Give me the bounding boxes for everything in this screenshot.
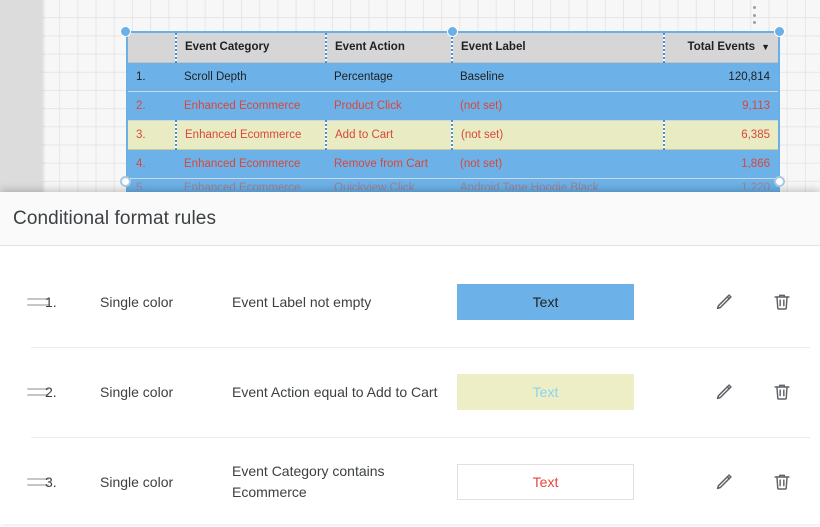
kebab-dot (752, 6, 756, 9)
rule-type: Single color (100, 384, 174, 400)
cell-total-events: 6,385 (663, 119, 778, 150)
cell-event-category: Enhanced Ecommerce (176, 149, 326, 179)
table-row[interactable]: 1. Scroll Depth Percentage Baseline 120,… (128, 62, 778, 92)
canvas-left-rail (0, 0, 42, 192)
cell-total-events: 1,220 (664, 178, 778, 190)
swatch-label: Text (532, 474, 559, 490)
rule-row[interactable]: 3. Single color Event Category contains … (0, 437, 820, 527)
rule-color-swatch[interactable]: Text (457, 284, 634, 320)
table-header: Event Category Event Action Event Label … (128, 33, 778, 63)
cell-event-category: Enhanced Ecommerce (176, 91, 326, 121)
kebab-dot (752, 13, 756, 17)
rule-condition: Event Category contains Ecommerce (232, 463, 385, 500)
cell-event-action: Percentage (326, 62, 452, 92)
table-chart-widget[interactable]: Event Category Event Action Event Label … (126, 31, 780, 192)
cell-event-label: (not set) (452, 149, 664, 179)
sort-descending-icon[interactable]: ▼ (761, 42, 770, 53)
table-header-row: Event Category Event Action Event Label … (128, 33, 778, 63)
rule-actions (709, 287, 820, 317)
selection-handle-top-right[interactable] (774, 26, 785, 37)
column-header-event-label[interactable]: Event Label (451, 33, 664, 63)
rule-condition: Event Label not empty (232, 293, 372, 310)
cell-index: 2. (128, 91, 176, 121)
cell-event-action: Quickview Click (326, 178, 452, 190)
selection-handle-top-left[interactable] (120, 26, 131, 37)
drag-line (27, 394, 49, 396)
rule-actions (709, 467, 820, 497)
selection-handle-top-center[interactable] (447, 26, 458, 37)
trash-icon[interactable] (767, 287, 797, 317)
cell-event-category: Enhanced Ecommerce (175, 119, 326, 150)
drag-line (27, 298, 49, 300)
selection-handle-bottom-left[interactable] (120, 176, 131, 187)
cell-event-action: Add to Cart (325, 119, 452, 150)
column-header-event-action[interactable]: Event Action (325, 33, 452, 63)
cell-event-label: Android Tane Hoodie Black (452, 178, 664, 190)
rules-list: 1. Single color Event Label not empty Te… (0, 246, 820, 527)
column-header-event-category[interactable]: Event Category (175, 33, 326, 63)
kebab-dot (752, 21, 756, 24)
report-canvas: Event Category Event Action Event Label … (0, 0, 820, 192)
conditional-format-rules-panel: Conditional format rules 1. Single color… (0, 192, 820, 524)
cell-index: 3. (128, 119, 176, 150)
swatch-label: Text (532, 294, 559, 310)
rule-type: Single color (100, 294, 174, 310)
table-body: 1. Scroll Depth Percentage Baseline 120,… (128, 62, 778, 190)
rule-index: 1. (45, 294, 57, 310)
rule-row[interactable]: 1. Single color Event Label not empty Te… (0, 257, 820, 347)
column-header-index[interactable] (128, 33, 176, 63)
cell-total-events: 1,866 (664, 149, 778, 179)
rule-actions (709, 377, 820, 407)
rule-color-swatch[interactable]: Text (457, 464, 634, 500)
column-header-total-events[interactable]: Total Events ▼ (663, 33, 778, 63)
drag-line (27, 304, 49, 306)
panel-header: Conditional format rules (0, 192, 820, 246)
cell-index: 1. (128, 62, 176, 92)
table-row[interactable]: 3. Enhanced Ecommerce Add to Cart (not s… (128, 119, 778, 150)
data-table: Event Category Event Action Event Label … (128, 33, 778, 190)
selection-handle-bottom-right[interactable] (774, 176, 785, 187)
cell-event-label: (not set) (451, 119, 664, 150)
panel-title: Conditional format rules (13, 207, 217, 229)
cell-index: 5. (128, 178, 176, 190)
cell-index: 4. (128, 149, 176, 179)
drag-line (27, 388, 49, 390)
rule-condition: Event Action equal to Add to Cart (232, 383, 438, 400)
drag-line (27, 484, 49, 486)
table-row[interactable]: 2. Enhanced Ecommerce Product Click (not… (128, 91, 778, 121)
drag-handle-icon[interactable] (27, 298, 71, 306)
column-header-total-events-label: Total Events (687, 41, 756, 54)
trash-icon[interactable] (767, 377, 797, 407)
trash-icon[interactable] (767, 467, 797, 497)
kebab-menu-icon[interactable] (746, 4, 762, 26)
table-row[interactable]: 5. Enhanced Ecommerce Quickview Click An… (128, 178, 778, 190)
drag-line (27, 478, 49, 480)
cell-total-events: 120,814 (664, 62, 778, 92)
cell-event-category: Scroll Depth (176, 62, 326, 92)
cell-event-label: (not set) (452, 91, 664, 121)
cell-event-category: Enhanced Ecommerce (176, 178, 326, 190)
cell-total-events: 9,113 (664, 91, 778, 121)
cell-event-action: Product Click (326, 91, 452, 121)
rule-row[interactable]: 2. Single color Event Action equal to Ad… (0, 347, 820, 437)
rule-index: 3. (45, 474, 57, 490)
pencil-icon[interactable] (709, 377, 739, 407)
drag-handle-icon[interactable] (27, 478, 71, 486)
swatch-label: Text (532, 384, 559, 400)
canvas-rail-shadow (42, 0, 46, 192)
cell-event-label: Baseline (452, 62, 664, 92)
cell-event-action: Remove from Cart (326, 149, 452, 179)
pencil-icon[interactable] (709, 467, 739, 497)
rule-index: 2. (45, 384, 57, 400)
table-row[interactable]: 4. Enhanced Ecommerce Remove from Cart (… (128, 149, 778, 179)
rule-type: Single color (100, 474, 174, 490)
drag-handle-icon[interactable] (27, 388, 71, 396)
pencil-icon[interactable] (709, 287, 739, 317)
rule-color-swatch[interactable]: Text (457, 374, 634, 410)
